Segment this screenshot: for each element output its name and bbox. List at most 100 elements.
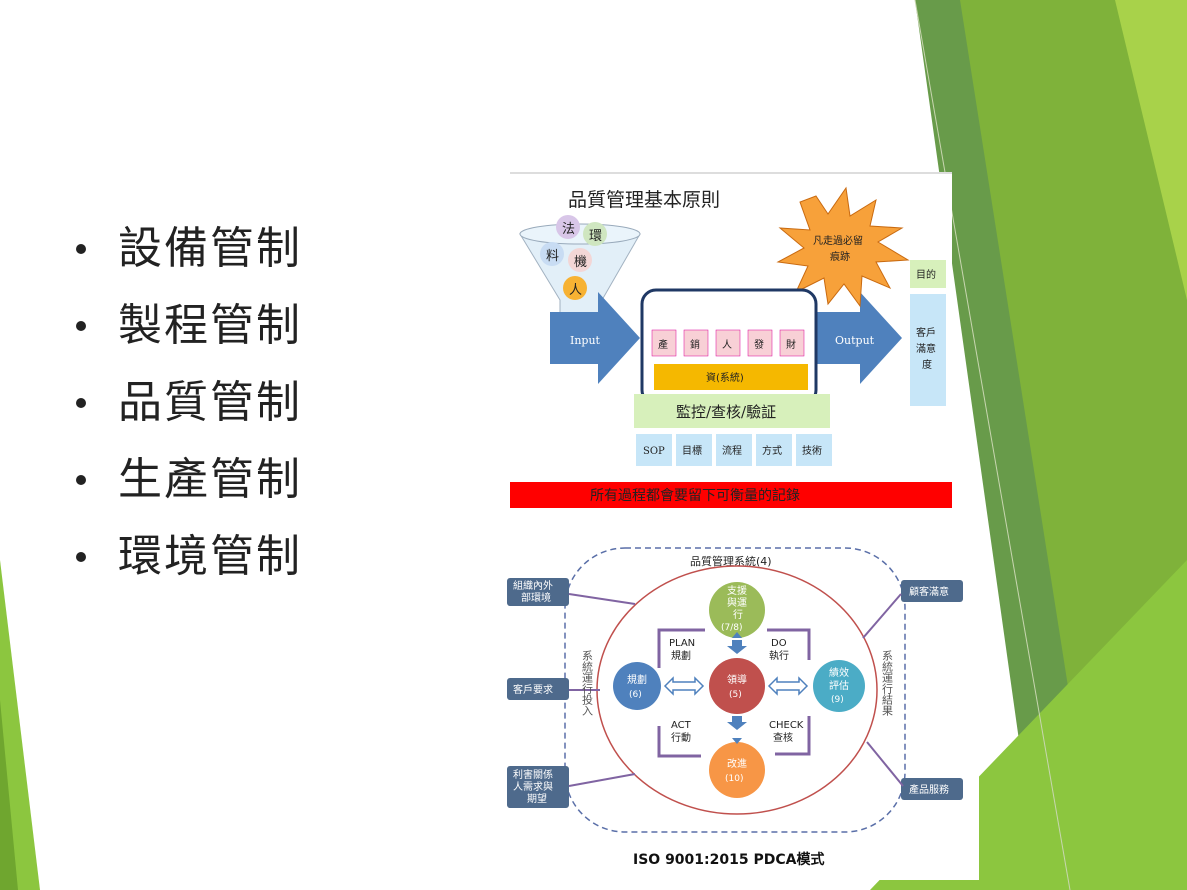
bg-shape-left-dark — [0, 700, 18, 890]
qms-title: 品質管理系統(4) — [690, 554, 772, 568]
input-box — [507, 766, 569, 808]
support-circle — [709, 582, 765, 638]
tool-box — [676, 434, 712, 466]
customer-label: 滿意 — [916, 342, 936, 355]
tool-label: 方式 — [762, 444, 782, 457]
funnel-label: 料 — [546, 249, 559, 264]
monitor-bar — [634, 394, 830, 428]
output-box — [901, 580, 963, 602]
process-label: 銷 — [690, 338, 700, 351]
pdca-diagram: 品質管理系統(4) 組織內外 部環境 客戶要求 利害關係 人需求與 期望 顧客滿… — [505, 538, 979, 880]
qms-boundary — [564, 547, 906, 833]
plan-label: 規劃 — [671, 649, 691, 662]
customer-label: 度 — [922, 358, 932, 371]
act-label: ACT — [671, 720, 692, 731]
pdca-arrows — [657, 628, 811, 758]
evaluation-text: 績效 — [829, 666, 849, 679]
check-label: CHECK — [769, 720, 804, 731]
tool-box — [796, 434, 832, 466]
purpose-box — [910, 260, 946, 288]
plan-circle-text: (6) — [629, 690, 642, 700]
output-arrow — [816, 292, 902, 384]
check-label: 查核 — [773, 731, 793, 744]
system-bar — [654, 364, 808, 390]
bullet-item: 環境管制 — [70, 518, 302, 595]
input-label: Input — [570, 334, 601, 347]
leadership-circle — [709, 658, 765, 714]
process-label: 產 — [658, 338, 668, 351]
output-box-text: 產品服務 — [909, 783, 949, 796]
support-text: 支援 — [727, 584, 747, 597]
input-box-text: 客戶要求 — [513, 683, 553, 696]
input-box-text: 期望 — [527, 792, 547, 805]
process-box — [715, 329, 741, 357]
improvement-text: 改進 — [727, 757, 747, 770]
result-vertical-label: 系統運行結果 — [881, 650, 894, 717]
process-label: 人 — [722, 339, 732, 351]
process-box — [683, 329, 709, 357]
diagram-title: 品質管理基本原則 — [568, 189, 720, 211]
plan-circle-text: 規劃 — [627, 673, 647, 686]
process-label: 財 — [786, 338, 796, 351]
input-arrow — [550, 292, 640, 384]
output-box — [901, 778, 963, 800]
funnel-ball — [563, 276, 587, 300]
bullet-item: 設備管制 — [70, 210, 302, 287]
purpose-label: 目的 — [916, 268, 936, 281]
input-box — [507, 578, 569, 606]
input-box-text: 組織內外 — [513, 579, 553, 592]
act-label: 行動 — [671, 731, 691, 744]
funnel-label: 人 — [569, 283, 582, 298]
funnel-label: 法 — [562, 222, 575, 237]
tool-label: 目標 — [682, 444, 702, 457]
process-box — [747, 329, 773, 357]
evaluation-text: (9) — [831, 695, 844, 705]
funnel-ball — [556, 215, 580, 239]
bg-shape-light — [1115, 0, 1187, 300]
bullet-item: 生產管制 — [70, 441, 302, 518]
output-label: Output — [835, 334, 875, 347]
improvement-circle — [709, 742, 765, 798]
do-label: DO — [771, 638, 787, 649]
tool-label: 流程 — [722, 444, 742, 457]
input-vertical-label: 系統運行投入 — [581, 650, 594, 716]
process-label: 發 — [754, 338, 764, 351]
star-burst — [776, 186, 910, 308]
process-box — [651, 329, 677, 357]
tool-box — [756, 434, 792, 466]
funnel-ball — [568, 248, 592, 272]
output-box-text: 顧客滿意 — [909, 585, 949, 598]
funnel-label: 機 — [574, 255, 587, 270]
evaluation-circle — [813, 660, 865, 712]
double-arrows — [663, 632, 809, 744]
support-text: 與運 — [727, 596, 747, 609]
plan-circle — [613, 662, 661, 710]
do-label: 執行 — [769, 649, 789, 662]
monitor-label: 監控/查核/驗証 — [676, 403, 776, 421]
records-banner-text: 所有過程都會要留下可衡量的記錄 — [590, 487, 800, 504]
records-banner — [510, 482, 952, 508]
customer-box — [910, 294, 946, 406]
evaluation-text: 評估 — [829, 679, 849, 692]
plan-label: PLAN — [669, 638, 695, 649]
quality-principles-diagram: 品質管理基本原則 法 環 料 機 人 Input Output 凡走過必留 痕跡… — [510, 172, 952, 512]
input-box-text: 利害關係 — [513, 768, 553, 781]
customer-label: 客戶 — [916, 326, 936, 339]
leadership-text: 領導 — [727, 673, 747, 686]
star-text: 凡走過必留 — [813, 234, 863, 247]
tool-box — [716, 434, 752, 466]
funnel-ball — [583, 222, 607, 246]
funnel-label: 環 — [589, 229, 602, 244]
input-box-text: 人需求與 — [513, 780, 553, 793]
improvement-text: (10) — [725, 774, 743, 784]
bullet-item: 品質管制 — [70, 364, 302, 441]
system-label: 資(系統) — [706, 371, 744, 384]
tool-label: SOP — [643, 446, 665, 457]
star-text: 痕跡 — [830, 250, 850, 263]
bullet-list: 設備管制 製程管制 品質管制 生產管制 環境管制 — [70, 210, 302, 595]
process-box — [779, 329, 805, 357]
support-text: (7/8) — [721, 623, 743, 633]
funnel-ball — [540, 242, 564, 266]
support-text: 行 — [733, 608, 743, 621]
input-box — [507, 678, 569, 700]
